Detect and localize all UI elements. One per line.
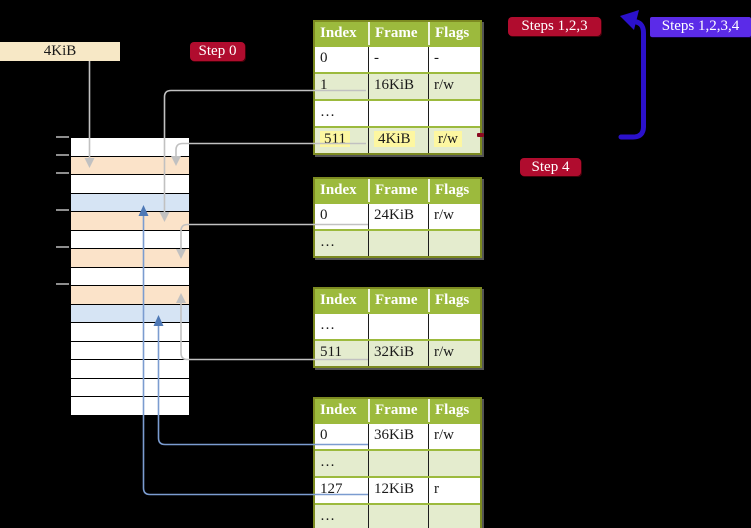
cell-flags: r bbox=[428, 478, 480, 503]
table-row-highlighted: 511 4KiB r/w bbox=[315, 126, 480, 153]
step0-label: Step 0 bbox=[190, 42, 245, 61]
page-table-1: Index Frame Flags 0 - - 1 16KiB r/w … 51… bbox=[313, 20, 482, 155]
cell-frame bbox=[368, 101, 428, 126]
steps1234-label: Steps 1,2,3,4 bbox=[650, 17, 751, 37]
table-header-row: Index Frame Flags bbox=[315, 22, 480, 45]
cell-index: … bbox=[320, 454, 335, 470]
page-table-4: Index Frame Flags 0 36KiB r/w … 127 12Ki… bbox=[313, 397, 482, 528]
memory-frame bbox=[71, 249, 189, 268]
table-row: … bbox=[315, 503, 480, 528]
memory-frame bbox=[71, 378, 189, 398]
cell-flags bbox=[428, 451, 480, 476]
memory-frame bbox=[71, 397, 189, 415]
memory-frame bbox=[71, 175, 189, 194]
cell-frame: 36KiB bbox=[368, 424, 428, 449]
memory-frame bbox=[71, 286, 189, 305]
cell-flags bbox=[428, 314, 480, 339]
cell-index: 0 bbox=[320, 207, 328, 223]
col-header: Frame bbox=[368, 399, 428, 422]
step4-label: Step 4 bbox=[520, 158, 581, 176]
highlight: r/w bbox=[434, 131, 462, 147]
cell-flags: r/w bbox=[428, 128, 480, 153]
table-row: … bbox=[315, 99, 480, 126]
cell-flags: r/w bbox=[428, 204, 480, 229]
cell-frame: - bbox=[368, 47, 428, 72]
table-header-row: Index Frame Flags bbox=[315, 179, 480, 202]
cell-frame bbox=[368, 314, 428, 339]
table-row: 127 12KiB r bbox=[315, 476, 480, 503]
cell-flags bbox=[428, 101, 480, 126]
page-table-3: Index Frame Flags … 511 32KiB r/w bbox=[313, 287, 482, 368]
table-header-row: Index Frame Flags bbox=[315, 289, 480, 312]
table-row: 0 - - bbox=[315, 45, 480, 72]
table-header-row: Index Frame Flags bbox=[315, 399, 480, 422]
cell-frame: 24KiB bbox=[368, 204, 428, 229]
memory-frame bbox=[71, 156, 189, 176]
page-table-2: Index Frame Flags 0 24KiB r/w … bbox=[313, 177, 482, 258]
col-header: Frame bbox=[368, 179, 428, 202]
cell-frame: 32KiB bbox=[368, 341, 428, 366]
address-tick bbox=[56, 283, 69, 285]
cell-index: 511 bbox=[320, 344, 342, 360]
cell-flags: r/w bbox=[428, 424, 480, 449]
cell-index: 511 bbox=[315, 128, 368, 153]
cell-flags: - bbox=[428, 47, 480, 72]
table-row: 0 36KiB r/w bbox=[315, 422, 480, 449]
cell-frame: 4KiB bbox=[368, 128, 428, 153]
memory-frame bbox=[71, 267, 189, 287]
table-row: 0 24KiB r/w bbox=[315, 202, 480, 229]
cell-frame bbox=[368, 505, 428, 528]
memory-frame bbox=[71, 230, 189, 250]
highlight: 511 bbox=[320, 131, 350, 147]
col-header: Frame bbox=[368, 22, 428, 45]
cell-flags bbox=[428, 231, 480, 256]
cell-flags: r/w bbox=[428, 341, 480, 366]
memory-frame bbox=[71, 323, 189, 342]
table-row: … bbox=[315, 449, 480, 476]
address-tick bbox=[56, 246, 69, 248]
cell-index: 1 bbox=[320, 77, 328, 93]
cell-flags bbox=[428, 505, 480, 528]
address-tick bbox=[56, 136, 69, 138]
memory-frame bbox=[71, 193, 189, 213]
address-tick bbox=[56, 209, 69, 211]
col-header: Flags bbox=[428, 179, 480, 202]
col-header: Flags bbox=[428, 399, 480, 422]
cell-frame bbox=[368, 451, 428, 476]
cell-index: … bbox=[320, 508, 335, 524]
memory-frame bbox=[71, 138, 189, 157]
cell-index: 0 bbox=[320, 427, 328, 443]
frame-size-label: 4KiB bbox=[0, 42, 120, 61]
col-header: Flags bbox=[428, 22, 480, 45]
cell-frame bbox=[368, 231, 428, 256]
table-row: 511 32KiB r/w bbox=[315, 339, 480, 366]
cell-index: … bbox=[320, 317, 335, 333]
cell-flags: r/w bbox=[428, 74, 480, 99]
col-header: Index bbox=[320, 292, 357, 308]
memory-frame bbox=[71, 304, 189, 324]
col-header: Frame bbox=[368, 289, 428, 312]
cell-index: … bbox=[320, 234, 335, 250]
col-header: Index bbox=[320, 402, 357, 418]
cell-index: … bbox=[320, 104, 335, 120]
highlight: 4KiB bbox=[374, 131, 415, 147]
col-header: Flags bbox=[428, 289, 480, 312]
col-header: Index bbox=[320, 25, 357, 41]
col-header: Index bbox=[320, 182, 357, 198]
table-row: 1 16KiB r/w bbox=[315, 72, 480, 99]
memory-frame bbox=[71, 212, 189, 231]
table-row: … bbox=[315, 229, 480, 256]
cell-frame: 12KiB bbox=[368, 478, 428, 503]
table-row: … bbox=[315, 312, 480, 339]
steps123-label: Steps 1,2,3 bbox=[508, 17, 601, 36]
memory-frame bbox=[71, 360, 189, 379]
physical-memory-stack bbox=[70, 137, 190, 416]
address-tick bbox=[56, 154, 69, 156]
cell-index: 0 bbox=[320, 50, 328, 66]
arrow-steps-loop bbox=[618, 10, 646, 140]
cell-frame: 16KiB bbox=[368, 74, 428, 99]
address-tick bbox=[56, 172, 69, 174]
memory-frame bbox=[71, 341, 189, 361]
cell-index: 127 bbox=[320, 481, 343, 497]
